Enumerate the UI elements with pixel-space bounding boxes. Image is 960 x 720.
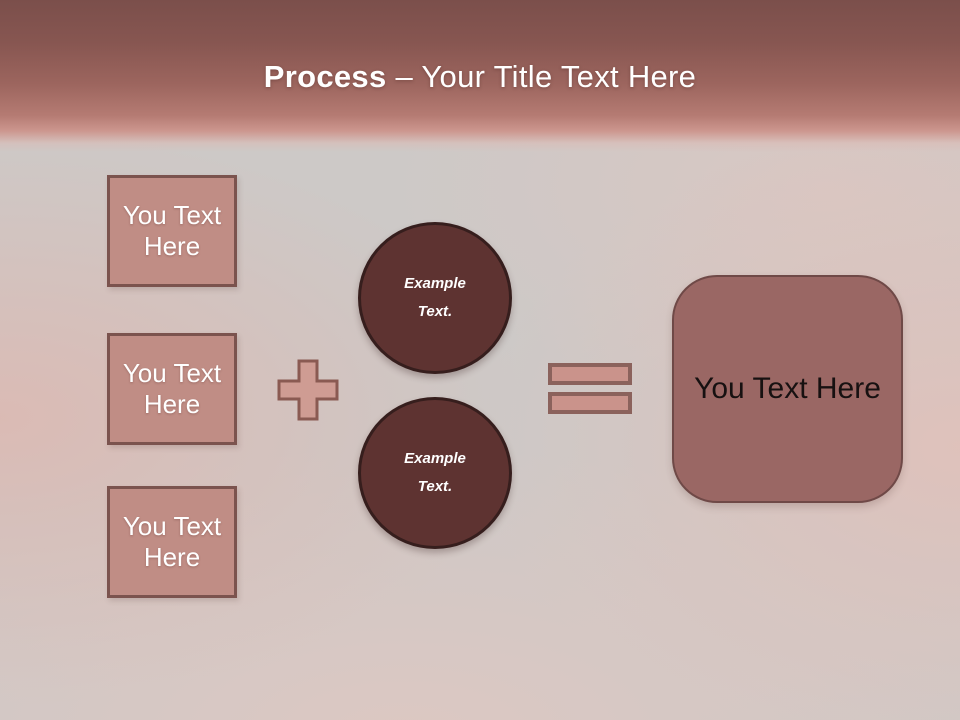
- input-box-3-label: You Text Here: [122, 511, 222, 572]
- input-box-2[interactable]: You Text Here: [107, 333, 237, 445]
- input-box-2-label: You Text Here: [122, 358, 222, 419]
- slide-title-emphasis: Process: [263, 59, 387, 94]
- plus-operator-shape[interactable]: [277, 359, 339, 421]
- equals-icon-top-bar[interactable]: [548, 363, 632, 385]
- example-circle-1-label: Example Text.: [404, 275, 466, 320]
- result-box-label: You Text Here: [694, 372, 881, 405]
- example-circle-2[interactable]: Example Text.: [358, 397, 512, 549]
- title-header-band: [0, 0, 960, 152]
- result-box[interactable]: You Text Here: [672, 275, 903, 503]
- example-circle-1[interactable]: Example Text.: [358, 222, 512, 374]
- input-box-3[interactable]: You Text Here: [107, 486, 237, 598]
- equals-icon-bottom-bar[interactable]: [548, 392, 632, 414]
- input-box-1-label: You Text Here: [122, 200, 222, 261]
- plus-icon: [277, 359, 339, 421]
- input-box-1[interactable]: You Text Here: [107, 175, 237, 287]
- slide-title-rest: – Your Title Text Here: [395, 59, 697, 94]
- slide-title[interactable]: Process– Your Title Text Here: [0, 58, 960, 96]
- example-circle-2-label: Example Text.: [404, 450, 466, 495]
